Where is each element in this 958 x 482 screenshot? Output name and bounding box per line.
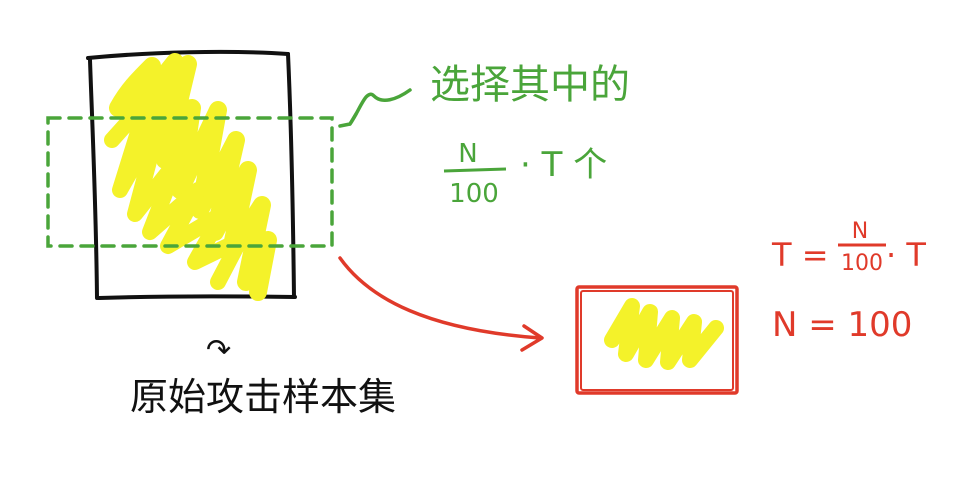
original-dataset-box [86, 49, 297, 300]
t-formula: T = N 100 · T [771, 219, 926, 276]
fraction-bar [443, 167, 507, 173]
original-dataset-caption: 原始攻击样本集 [130, 375, 396, 419]
sampled-data-scribble [604, 298, 724, 370]
t-equals: T = [771, 236, 829, 274]
red-arrow [338, 256, 544, 352]
select-label: 选择其中的 [430, 62, 630, 108]
insert-mark: ↷ [206, 333, 231, 368]
green-curly-arrow [338, 88, 412, 128]
t-numerator: N [852, 219, 868, 244]
n-formula: N = 100 [772, 305, 912, 345]
t-denominator: 100 [841, 251, 883, 276]
t-suffix: · T [886, 236, 926, 274]
fraction-denominator: 100 [449, 179, 499, 209]
original-data-scribble [104, 53, 277, 301]
fraction-green: N 100 · T 个 [443, 139, 607, 209]
sampled-set-box [575, 285, 739, 395]
fraction-suffix: · T 个 [520, 145, 607, 185]
selection-dashed-box [46, 116, 334, 248]
fraction-numerator: N [458, 139, 477, 169]
